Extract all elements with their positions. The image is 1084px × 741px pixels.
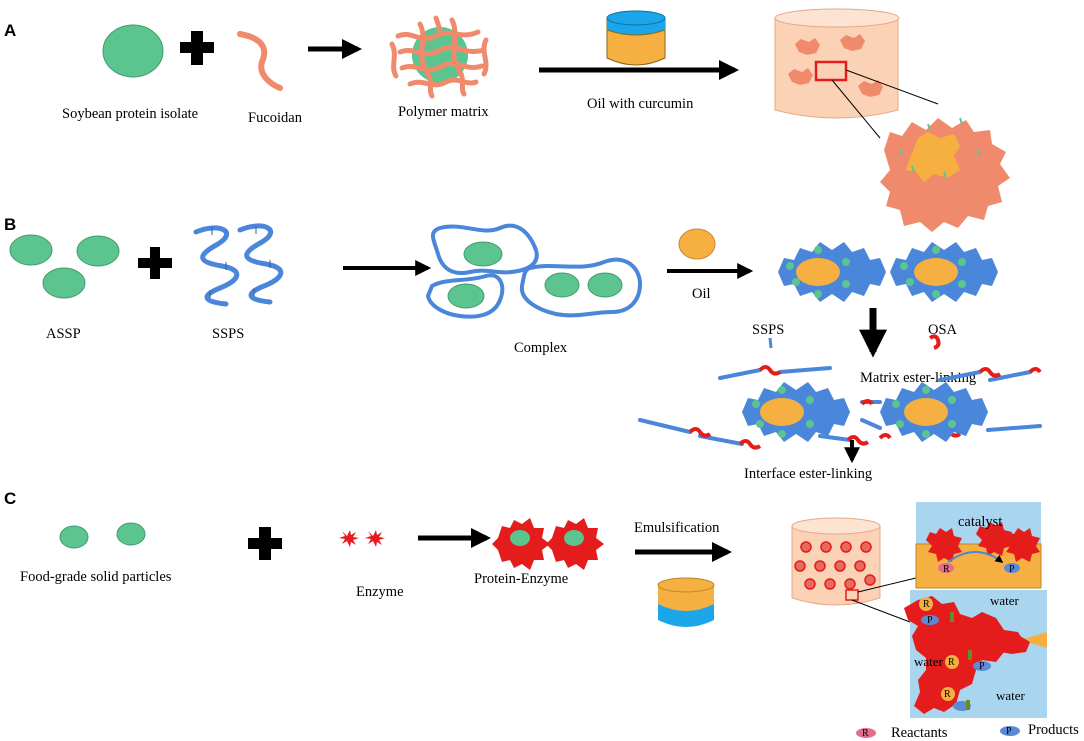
complex-label: Complex xyxy=(514,340,568,356)
oil-curcumin-beaker xyxy=(606,10,666,66)
water-label-3: water xyxy=(996,688,1026,703)
oil-droplet xyxy=(678,228,716,260)
catalyst-p: P xyxy=(1009,564,1015,575)
catalyst-label: catalyst xyxy=(958,514,1002,530)
products-label: Products xyxy=(1028,722,1079,738)
zoom-r-3: R xyxy=(944,689,951,700)
oil-label-b: Oil xyxy=(692,286,711,302)
oil-curcumin-label: Oil with curcumin xyxy=(587,96,694,112)
ssps-chains xyxy=(193,223,284,307)
zoom-p-2: P xyxy=(979,661,985,672)
zoom-line-a2 xyxy=(831,79,881,139)
fucoidan-strand xyxy=(237,31,283,91)
enzyme-label: Enzyme xyxy=(356,584,404,600)
emulsion-container-c xyxy=(791,517,881,606)
products-legend-icon xyxy=(1000,726,1020,736)
emulsion-container-a xyxy=(774,8,900,119)
zoomed-particle-a xyxy=(880,117,1010,232)
protein-enzyme-label: Protein-Enzyme xyxy=(474,571,568,587)
water-label-2: water xyxy=(914,654,944,669)
food-particles-label: Food-grade solid particles xyxy=(20,569,172,585)
reactants-legend-icon xyxy=(856,728,876,738)
complex-icon xyxy=(425,223,643,319)
plus-icon-c xyxy=(248,527,282,560)
zoom-line-a1 xyxy=(845,69,939,105)
reactants-label: Reactants xyxy=(891,725,948,741)
panel-b-letter: B xyxy=(4,215,16,234)
zoom-line-c2 xyxy=(851,599,911,623)
soy-protein-particle xyxy=(102,24,164,78)
assp-particles xyxy=(9,234,120,299)
interface-ester-label: Interface ester-linking xyxy=(744,466,872,482)
polymer-matrix-label: Polymer matrix xyxy=(398,104,489,120)
food-grade-particles xyxy=(59,522,146,549)
protein-enzyme-icon xyxy=(492,518,604,570)
plus-icon-b xyxy=(138,247,172,279)
osa-symbol xyxy=(928,334,941,350)
ssps-label: SSPS xyxy=(212,326,244,342)
droplet-cluster-2 xyxy=(890,242,998,302)
zoom-r-2: R xyxy=(948,657,955,668)
emulsion-beaker-c xyxy=(657,577,715,627)
matrix-ester-label: Matrix ester-linking xyxy=(860,370,976,386)
panel-c-letter: C xyxy=(4,489,16,508)
ssps-label-2: SSPS xyxy=(752,322,784,338)
assp-label: ASSP xyxy=(46,326,81,342)
osa-label: OSA xyxy=(928,322,958,338)
zoom-p-1: P xyxy=(927,615,933,626)
plus-icon xyxy=(180,31,214,65)
panel-a-letter: A xyxy=(4,21,16,40)
legend-r: R xyxy=(862,728,869,739)
zoom-line-c1 xyxy=(857,577,917,593)
ester-linked-network xyxy=(638,365,1042,450)
zoom-r-1: R xyxy=(923,599,930,610)
droplet-cluster-1 xyxy=(778,242,886,302)
soy-protein-label: Soybean protein isolate xyxy=(62,106,198,122)
emulsification-label: Emulsification xyxy=(634,520,720,536)
catalyst-panel xyxy=(915,502,1042,589)
legend-p: P xyxy=(1006,726,1012,737)
polymer-matrix-icon xyxy=(389,15,489,99)
enzyme-icon xyxy=(339,530,385,547)
water-zoom-panel xyxy=(904,590,1047,718)
fucoidan-label: Fucoidan xyxy=(248,110,303,126)
catalyst-r: R xyxy=(943,564,950,575)
water-label-1: water xyxy=(990,593,1020,608)
ssps-symbol xyxy=(768,337,773,349)
